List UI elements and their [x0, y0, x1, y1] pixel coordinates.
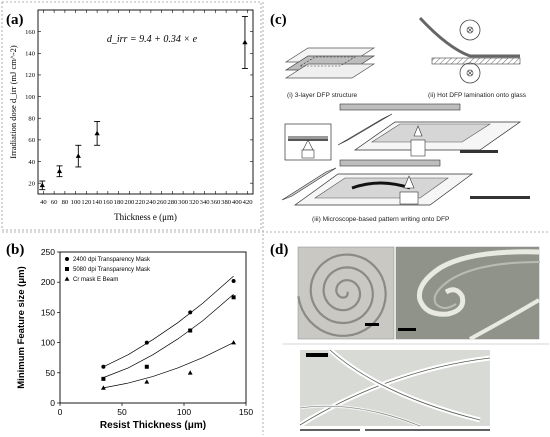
panel-c-letter: (c): [270, 12, 287, 28]
chart-b-xtick-label: 0: [58, 407, 63, 417]
chart-a-ylabel: Irradiation dose d_irr (mJ cm^-2): [8, 45, 18, 159]
chart-a-ytick-label: 40: [28, 159, 35, 166]
panel-b: (b) 0 50 100 150 0 50 100 150 200 250 2400 dpi Tra…: [6, 242, 253, 431]
micrograph-crossing-channels: [298, 348, 491, 431]
chart-b-ytick-label: 50: [46, 368, 56, 378]
chart-a-xtick-label: 100: [71, 199, 82, 206]
hot-lamination-illustration: [418, 16, 521, 84]
chart-b-legend-marker: [65, 267, 69, 271]
panel-a-letter: (a): [6, 12, 24, 28]
chart-a-ytick-label: 140: [25, 51, 36, 58]
chart-a-xtick-label: 220: [135, 199, 146, 206]
chart-a-point: [39, 182, 45, 188]
chart-a-point: [75, 153, 81, 158]
panel-d-letter: (d): [270, 242, 288, 258]
chart-a-xtick-label: 400: [232, 199, 243, 206]
chart-b-legend-label: Cr mask E Beam: [73, 277, 118, 283]
chart-a-xtick-label: 40: [40, 199, 47, 206]
chart-b-fit-line: [103, 294, 234, 378]
chart-a-ytick-label: 160: [25, 29, 36, 36]
chart-b-ytick-label: 0: [50, 398, 55, 408]
caption-c-ii: (ii) Hot DFP lamination onto glass: [428, 92, 527, 99]
chart-b-ylabel: Minimum Feature size (μm): [16, 266, 27, 388]
chart-a-xtick-label: 420: [243, 199, 254, 206]
chart-a-xtick-label: 140: [92, 199, 103, 206]
chart-a-ytick-label: 120: [25, 72, 36, 79]
chart-a-xtick-label: 60: [51, 199, 58, 206]
chart-b-point: [144, 379, 150, 384]
dfp-layer-stack-illustration: [284, 47, 376, 79]
chart-a-frame: [37, 9, 254, 195]
chart-b-point: [101, 385, 106, 390]
chart-a-ytick-label: 60: [28, 137, 35, 144]
chart-b-ytick-label: 100: [41, 338, 55, 348]
chart-a-xlabel: Thickness e (μm): [114, 212, 177, 222]
chart-a-xtick-label: 120: [81, 199, 92, 206]
chart-a-ytick-label: 80: [28, 116, 35, 123]
chart-b-point: [144, 364, 149, 369]
scale-bar-2: [398, 328, 416, 331]
chart-a-xtick-label: 80: [62, 199, 69, 206]
chart-a-xtick-label: 340: [200, 199, 211, 206]
chart-b-legend-marker: [64, 276, 70, 281]
chart-a-point: [94, 130, 100, 136]
chart-a-xtick-label: 200: [124, 199, 135, 206]
chart-b-point: [144, 340, 149, 345]
chart-b: 0 50 100 150 0 50 100 150 200 250 2400 dpi Transpa…: [16, 247, 253, 431]
chart-a-xtick-label: 280: [167, 199, 178, 206]
chart-b-legend-label: 2400 dpi Transparency Mask: [73, 257, 151, 263]
chart-b-point: [101, 376, 106, 381]
chart-b-point: [188, 328, 193, 333]
chart-b-xlabel: Resist Thickness (μm): [100, 420, 206, 431]
micrograph-spiral-closeup: [395, 246, 541, 341]
chart-b-point: [187, 370, 193, 375]
chart-a-xtick-label: 160: [103, 199, 114, 206]
microscope-writing-illustration: [281, 103, 530, 206]
chart-a-xtick-label: 300: [178, 199, 189, 206]
chart-b-fit-line: [103, 275, 234, 368]
chart-b-ytick-label: 200: [41, 277, 55, 287]
chart-b-point: [231, 278, 236, 283]
chart-b-ytick-label: 150: [41, 307, 55, 317]
chart-a-ytick-label: 20: [28, 180, 35, 187]
panel-c: (c) (i) 3-layer DFP structure (ii) Hot D…: [270, 12, 530, 223]
chart-b-point: [101, 364, 106, 369]
chart-b-xtick-label: 150: [239, 407, 253, 417]
chart-a-ytick-label: 100: [25, 94, 36, 101]
chart-b-ytick-label: 250: [41, 247, 55, 257]
chart-b-xtick-label: 50: [117, 407, 127, 417]
chart-b-point: [188, 310, 193, 315]
chart-b-fit-line: [103, 342, 234, 389]
panel-d: (d): [270, 242, 549, 431]
chart-a-xtick-label: 360: [210, 199, 221, 206]
panel-b-letter: (b): [6, 242, 24, 258]
panel-a-frame: [1, 1, 262, 231]
chart-b-xtick-label: 100: [177, 407, 191, 417]
micrograph-spiral: [297, 246, 395, 340]
caption-c-i: (i) 3-layer DFP structure: [287, 92, 358, 99]
scale-bar-3: [306, 353, 328, 357]
chart-a-xtick-label: 240: [146, 199, 157, 206]
chart-b-legend-marker: [65, 257, 69, 261]
scale-bar-1: [365, 323, 379, 326]
chart-a-xtick-label: 380: [221, 199, 232, 206]
chart-b-point: [231, 295, 236, 300]
chart-a-xtick-label: 260: [157, 199, 168, 206]
chart-a-xtick-label: 320: [189, 199, 200, 206]
chart-b-legend-label: 5080 dpi Transparency Mask: [73, 267, 151, 273]
chart-b-frame: [59, 251, 247, 404]
chart-b-point: [231, 340, 236, 345]
chart-a-point: [56, 168, 63, 174]
chart-a-annotation: d_irr = 9.4 + 0.34 × e: [107, 34, 198, 45]
chart-a-xtick-label: 180: [114, 199, 125, 206]
chart-a-point: [242, 39, 248, 45]
caption-c-iii: (iii) Microscope-based pattern writing o…: [312, 216, 450, 223]
